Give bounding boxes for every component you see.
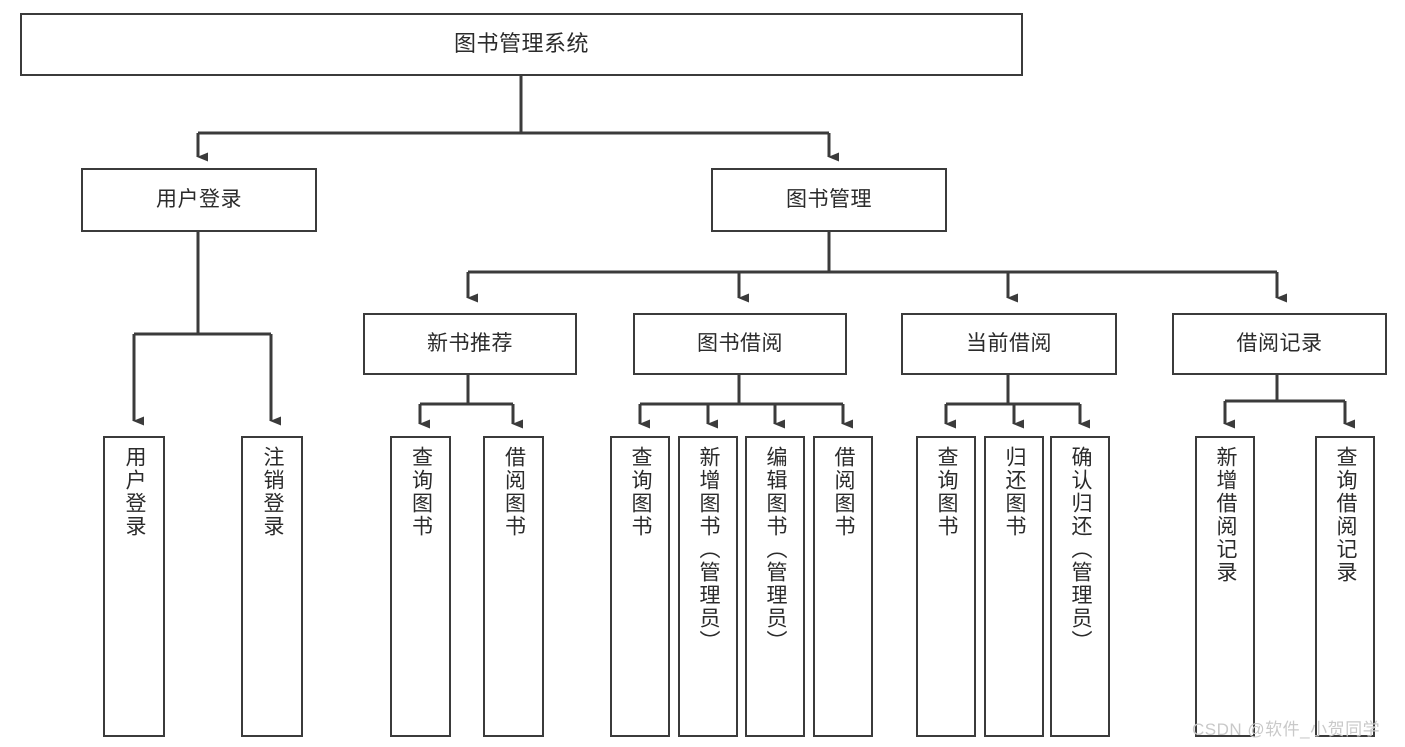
node-root[interactable]: 图书管理系统 xyxy=(20,13,1023,76)
node-borrow-record[interactable]: 借阅记录 xyxy=(1172,313,1387,375)
node-leaf-user-login[interactable]: 用户登录 xyxy=(103,436,165,737)
node-leaf-query-book-1[interactable]: 查询图书 xyxy=(390,436,451,737)
node-leaf-add-borrow-record-label: 新增借阅记录 xyxy=(1214,446,1238,584)
node-root-label: 图书管理系统 xyxy=(453,31,589,57)
node-user-login[interactable]: 用户登录 xyxy=(81,168,317,232)
node-leaf-return-book-label: 归还图书 xyxy=(1003,446,1027,538)
node-new-book-recommend[interactable]: 新书推荐 xyxy=(363,313,577,375)
node-current-borrow-label: 当前借阅 xyxy=(966,332,1052,356)
node-leaf-borrow-book-2-label: 借阅图书 xyxy=(832,446,856,538)
node-leaf-query-book-3-label: 查询图书 xyxy=(935,446,959,538)
node-leaf-add-book-admin[interactable]: 新增图书（管理员） xyxy=(678,436,738,737)
node-user-login-label: 用户登录 xyxy=(156,188,242,212)
node-leaf-user-login-label: 用户登录 xyxy=(123,446,147,538)
node-borrow-record-label: 借阅记录 xyxy=(1236,332,1323,356)
node-leaf-borrow-book-2[interactable]: 借阅图书 xyxy=(813,436,873,737)
node-book-manage-label: 图书管理 xyxy=(786,188,872,212)
node-leaf-edit-book-admin[interactable]: 编辑图书（管理员） xyxy=(745,436,805,737)
node-current-borrow[interactable]: 当前借阅 xyxy=(901,313,1117,375)
node-leaf-add-borrow-record[interactable]: 新增借阅记录 xyxy=(1195,436,1255,737)
node-leaf-query-book-3[interactable]: 查询图书 xyxy=(916,436,976,737)
node-new-book-recommend-label: 新书推荐 xyxy=(427,332,513,356)
node-book-borrow-label: 图书借阅 xyxy=(697,332,783,356)
node-book-borrow[interactable]: 图书借阅 xyxy=(633,313,847,375)
node-leaf-add-book-admin-label: 新增图书（管理员） xyxy=(697,446,721,653)
node-leaf-confirm-return-admin-label: 确认归还（管理员） xyxy=(1069,446,1093,653)
node-leaf-query-book-2[interactable]: 查询图书 xyxy=(610,436,670,737)
node-leaf-query-book-2-label: 查询图书 xyxy=(629,446,653,538)
node-leaf-logout[interactable]: 注销登录 xyxy=(241,436,303,737)
node-leaf-query-book-1-label: 查询图书 xyxy=(409,446,433,538)
node-leaf-edit-book-admin-label: 编辑图书（管理员） xyxy=(764,446,788,653)
node-leaf-query-borrow-record-label: 查询借阅记录 xyxy=(1334,446,1358,584)
node-leaf-logout-label: 注销登录 xyxy=(261,446,285,538)
node-leaf-borrow-book-1-label: 借阅图书 xyxy=(502,446,526,538)
node-leaf-borrow-book-1[interactable]: 借阅图书 xyxy=(483,436,544,737)
node-book-manage[interactable]: 图书管理 xyxy=(711,168,947,232)
node-leaf-query-borrow-record[interactable]: 查询借阅记录 xyxy=(1315,436,1375,737)
node-leaf-confirm-return-admin[interactable]: 确认归还（管理员） xyxy=(1050,436,1110,737)
node-leaf-return-book[interactable]: 归还图书 xyxy=(984,436,1044,737)
